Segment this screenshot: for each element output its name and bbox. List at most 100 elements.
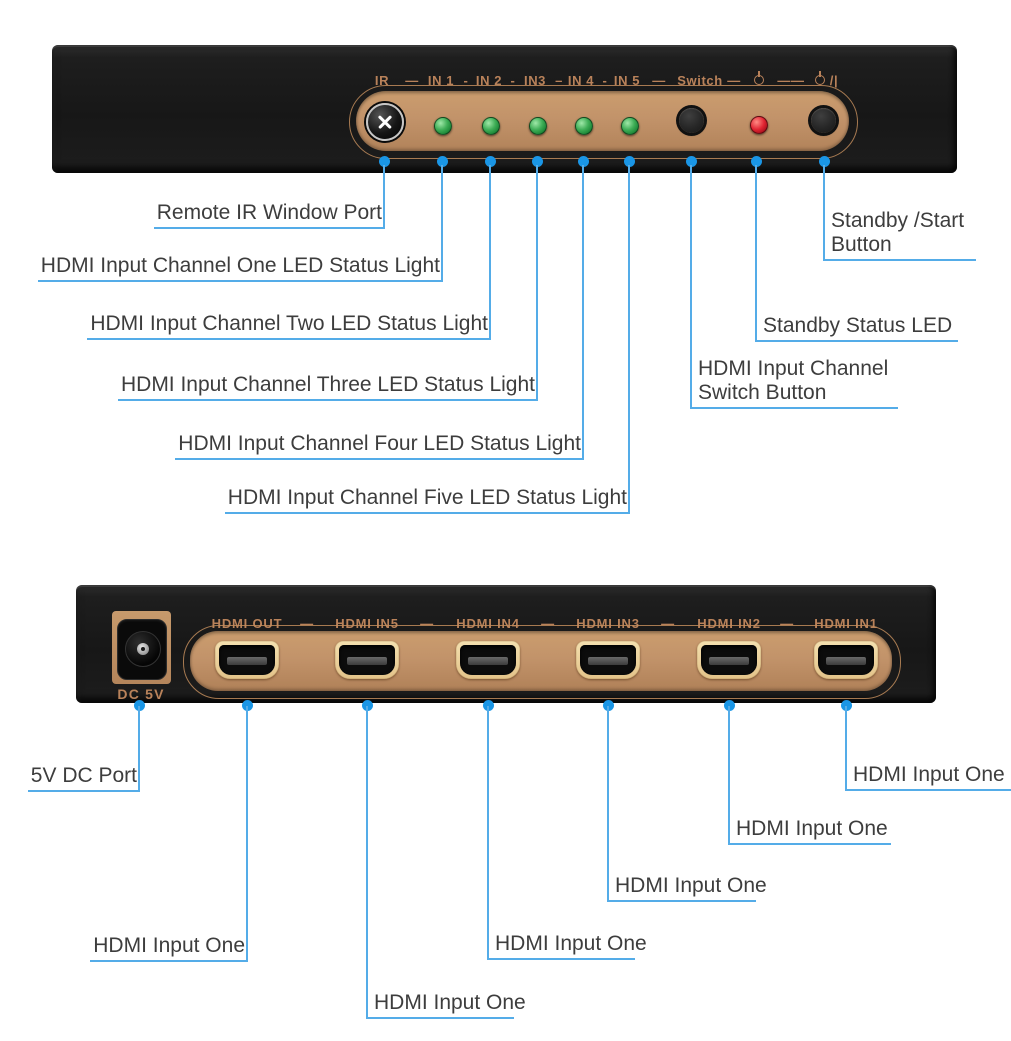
- ports-panel: [190, 631, 892, 691]
- legend-in3: IN3: [523, 73, 547, 88]
- callout-line: [845, 706, 847, 791]
- hdmi-switch-back-device: DC 5V HDMI OUT — HDMI IN5 — HDMI IN4 — H…: [76, 585, 936, 703]
- hdmi-switch-front-device: IR — IN 1 - IN 2 - IN3 – IN 4 - IN 5 — S…: [52, 45, 957, 173]
- legend-sep: —: [420, 616, 434, 631]
- hdmi-in5-port: [335, 641, 399, 679]
- callout-dot: [751, 156, 762, 167]
- callout-dot: [603, 700, 614, 711]
- legend-in4: IN 4: [567, 73, 595, 88]
- standby-power-icon: [814, 71, 825, 85]
- legend-sep: —: [780, 616, 794, 631]
- callout-line: [607, 706, 609, 902]
- callout-dot: [578, 156, 589, 167]
- in5-led: [621, 117, 639, 135]
- legend-hdmi-in5: HDMI IN5: [335, 616, 399, 631]
- callout-in1-led: HDMI Input Channel One LED Status Light: [37, 254, 443, 282]
- legend-sep: —: [661, 616, 675, 631]
- hdmi-in1-port: [814, 641, 878, 679]
- callout-switch-button: HDMI Input Channel Switch Button: [690, 357, 898, 409]
- callout-in4-led: HDMI Input Channel Four LED Status Light: [175, 432, 584, 460]
- legend-sep: -: [510, 73, 516, 88]
- legend-sep: —: [652, 73, 666, 88]
- callout-line: [823, 165, 825, 261]
- callout-line: [582, 165, 584, 460]
- callout-dot: [532, 156, 543, 167]
- callout-line: [536, 165, 538, 401]
- legend-hdmi-in2: HDMI IN2: [697, 616, 761, 631]
- standby-start-button: [811, 108, 836, 133]
- callout-line: [755, 165, 757, 342]
- callout-dot: [483, 700, 494, 711]
- dc-power-jack: [117, 619, 167, 680]
- legend-hdmi-out: HDMI OUT: [211, 616, 283, 631]
- callout-dot: [242, 700, 253, 711]
- in3-led: [529, 117, 547, 135]
- callout-hdmi-in4: HDMI Input One: [487, 932, 647, 960]
- callout-dot: [485, 156, 496, 167]
- standby-status-led: [750, 116, 768, 134]
- callout-line: [690, 165, 692, 409]
- legend-in1: IN 1: [427, 73, 455, 88]
- in4-led: [575, 117, 593, 135]
- callout-dc-port: 5V DC Port: [27, 764, 140, 792]
- switch-button: [679, 108, 704, 133]
- callout-dot: [362, 700, 373, 711]
- legend-hdmi-in1: HDMI IN1: [814, 616, 878, 631]
- callout-dot: [724, 700, 735, 711]
- dc-barrel-icon: [125, 631, 161, 667]
- callout-standby-status-led: Standby Status LED: [755, 314, 958, 342]
- callout-hdmi-in2: HDMI Input One: [728, 817, 891, 845]
- callout-line: [366, 706, 368, 1019]
- legend-sep: —: [541, 616, 555, 631]
- callout-standby-start-button: Standby /Start Button: [823, 209, 976, 261]
- callout-dot: [841, 700, 852, 711]
- power-icon: [753, 71, 764, 85]
- callout-line: [489, 165, 491, 340]
- callout-dot: [437, 156, 448, 167]
- legend-in2: IN 2: [475, 73, 503, 88]
- hdmi-in4-port: [456, 641, 520, 679]
- callout-line: [138, 706, 140, 792]
- hdmi-in3-port: [576, 641, 640, 679]
- legend-sep: —: [727, 73, 741, 88]
- callout-dot: [819, 156, 830, 167]
- callout-ir-window: Remote IR Window Port: [153, 201, 385, 229]
- legend-ir: IR: [374, 73, 390, 88]
- callout-line: [383, 165, 385, 229]
- front-plate: [356, 91, 849, 151]
- callout-dot: [379, 156, 390, 167]
- legend-sep: -: [463, 73, 469, 88]
- callout-in2-led: HDMI Input Channel Two LED Status Light: [87, 312, 491, 340]
- callout-hdmi-in5: HDMI Input One: [366, 991, 526, 1019]
- legend-sep: -: [602, 73, 608, 88]
- callout-hdmi-out: HDMI Input One: [90, 934, 248, 962]
- hdmi-in2-port: [697, 641, 761, 679]
- front-plate-keyline: [349, 85, 858, 159]
- callout-hdmi-in3: HDMI Input One: [607, 874, 767, 902]
- callout-dot: [624, 156, 635, 167]
- callout-dot: [686, 156, 697, 167]
- in2-led: [482, 117, 500, 135]
- in1-led: [434, 117, 452, 135]
- callout-dot: [134, 700, 145, 711]
- callout-line: [441, 165, 443, 282]
- callout-hdmi-in1: HDMI Input One: [845, 763, 1011, 791]
- legend-standby-suffix: /|: [829, 73, 839, 88]
- callout-line: [728, 706, 730, 845]
- hdmi-out-port: [215, 641, 279, 679]
- legend-sep: —: [300, 616, 314, 631]
- legend-hdmi-in3: HDMI IN3: [576, 616, 640, 631]
- ports-panel-keyline: [183, 625, 901, 699]
- legend-sep: —: [405, 73, 419, 88]
- dc-voltage-label: DC 5V: [117, 686, 165, 702]
- legend-sep: ——: [777, 73, 805, 88]
- callout-line: [246, 706, 248, 962]
- legend-in5: IN 5: [613, 73, 641, 88]
- ir-window-icon: [366, 103, 404, 141]
- legend-switch: Switch: [677, 73, 723, 88]
- callout-line: [628, 165, 630, 514]
- callout-in3-led: HDMI Input Channel Three LED Status Ligh…: [117, 373, 538, 401]
- legend-hdmi-in4: HDMI IN4: [456, 616, 520, 631]
- callout-line: [487, 706, 489, 960]
